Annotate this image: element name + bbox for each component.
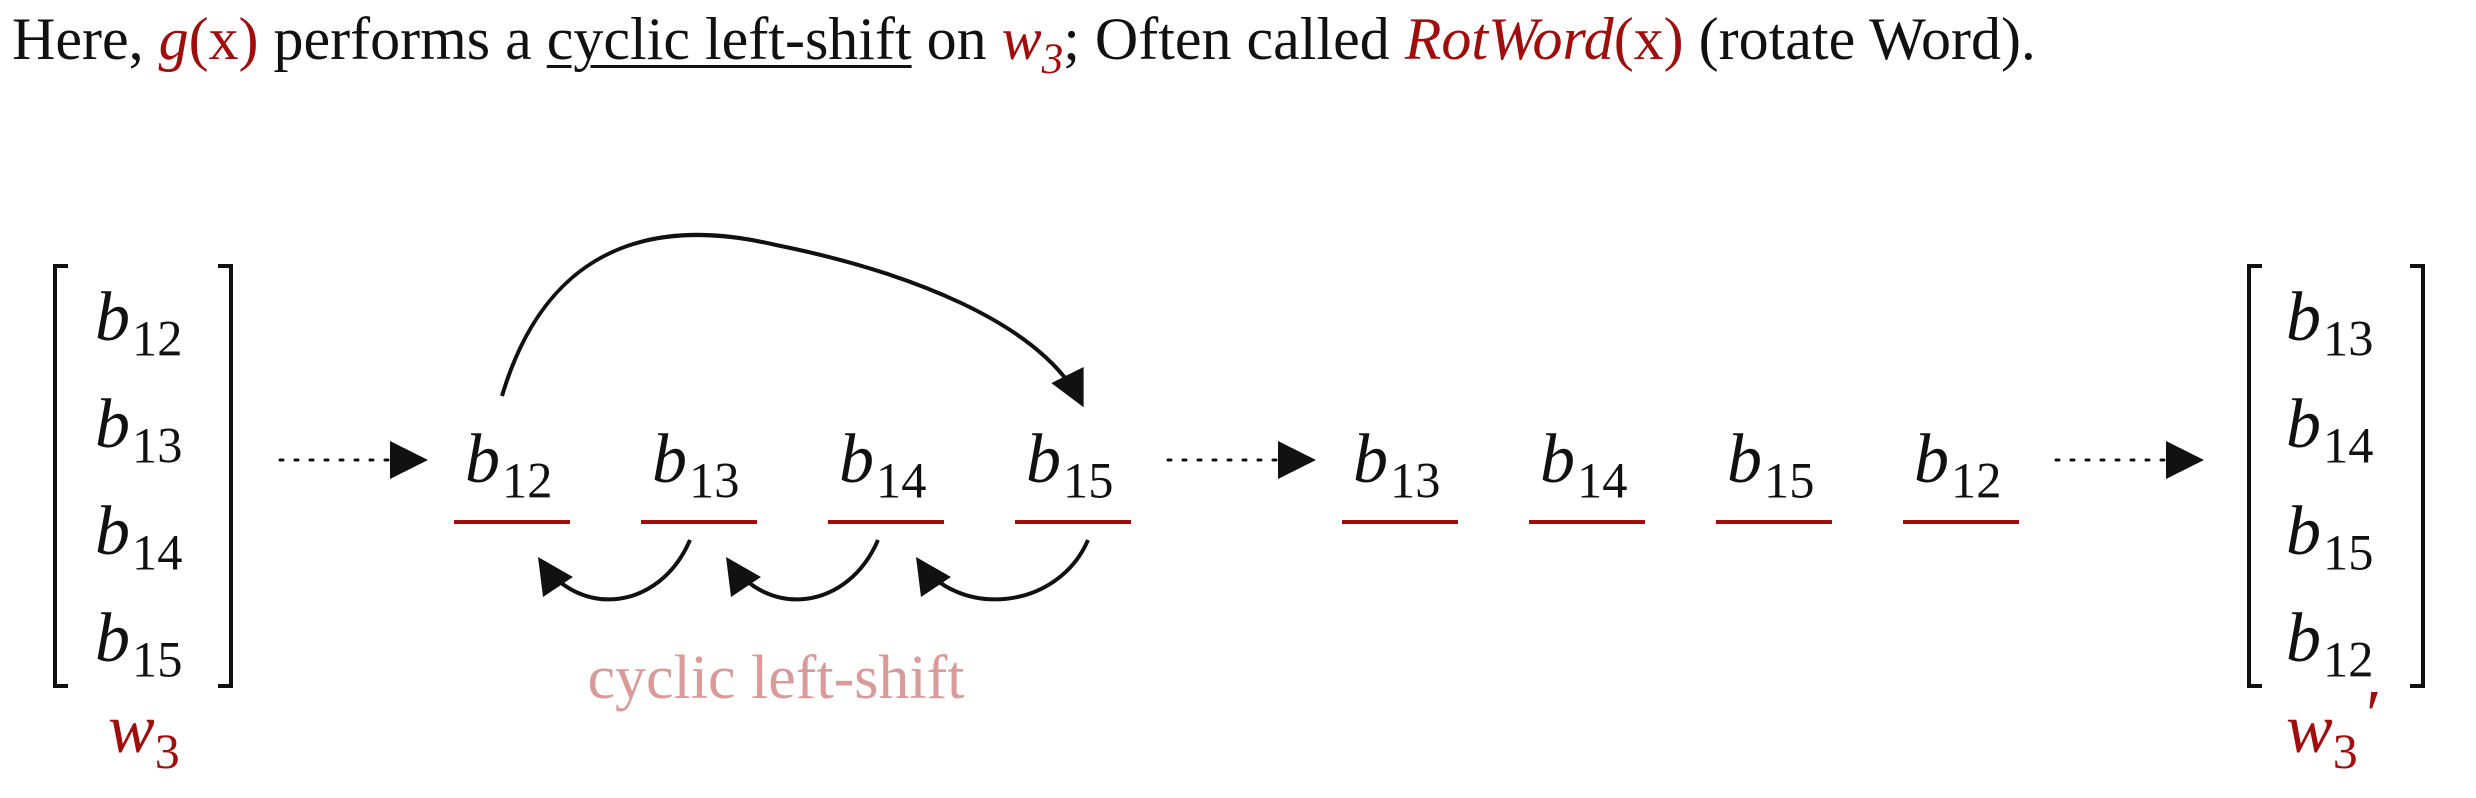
- shifted-row-b13: b13: [1353, 421, 1440, 508]
- shift-label: cyclic left-shift: [588, 644, 965, 712]
- shifted-row-b12: b12: [1914, 421, 2001, 508]
- right-matrix-entries: b13 b14 b15 b12: [2286, 279, 2373, 687]
- left-matrix-entries: b12 b13 b14 b15: [95, 279, 182, 687]
- shift-arc-14-to-13: [726, 539, 880, 602]
- w3-symbol: w3: [1001, 6, 1064, 83]
- caption-text-2: performs a: [258, 6, 547, 72]
- arrow-head-1: [390, 441, 428, 479]
- rotword-argument: (x): [1613, 6, 1684, 72]
- caption: Here, g(x) performs a cyclic left-shift …: [12, 0, 2472, 83]
- input-entry-b15: b15: [95, 600, 182, 687]
- original-row: b12 b13 b14 b15: [454, 421, 1131, 524]
- vector-labels: w3 w3′: [108, 677, 2379, 779]
- input-entry-b14: b14: [95, 493, 182, 580]
- caption-text-1: Here,: [12, 6, 159, 72]
- caption-text-3: on: [911, 6, 1002, 72]
- g-argument: (x): [188, 6, 259, 72]
- input-entry-b12: b12: [95, 279, 182, 366]
- output-entry-b13: b13: [2286, 279, 2373, 366]
- rotword-name: RotWord: [1404, 6, 1614, 72]
- right-matrix-open-bracket: [2247, 264, 2262, 688]
- arrow-head-2: [1278, 441, 1316, 479]
- caption-text-5: (rotate Word).: [1683, 6, 2036, 72]
- cyclic-left-shift-link[interactable]: cyclic left-shift: [546, 6, 912, 72]
- left-matrix-close-bracket: [218, 264, 233, 688]
- output-entry-b14: b14: [2286, 386, 2373, 473]
- arrow-head-3: [2166, 441, 2204, 479]
- output-entry-b12: b12: [2286, 600, 2373, 687]
- shifted-row: b13 b14 b15 b12: [1342, 421, 2019, 524]
- g-function: g: [158, 6, 189, 72]
- shift-arc-15-to-14: [915, 539, 1090, 602]
- wrap-around-arc: [500, 232, 1084, 408]
- original-row-b13: b13: [652, 421, 739, 508]
- original-row-b15: b15: [1026, 421, 1113, 508]
- original-row-b12: b12: [465, 421, 552, 508]
- output-entry-b15: b15: [2286, 493, 2373, 580]
- shifted-row-b14: b14: [1540, 421, 1627, 508]
- shifted-row-b15: b15: [1727, 421, 1814, 508]
- w3-prime-label: w3′: [2286, 677, 2379, 779]
- caption-text-4: ; Often called: [1063, 6, 1405, 72]
- right-matrix-close-bracket: [2410, 264, 2425, 688]
- left-matrix-open-bracket: [53, 264, 68, 688]
- shift-arc-13-to-12: [538, 539, 692, 602]
- w3-label: w3: [108, 691, 180, 779]
- original-row-b14: b14: [839, 421, 926, 508]
- input-entry-b13: b13: [95, 386, 182, 473]
